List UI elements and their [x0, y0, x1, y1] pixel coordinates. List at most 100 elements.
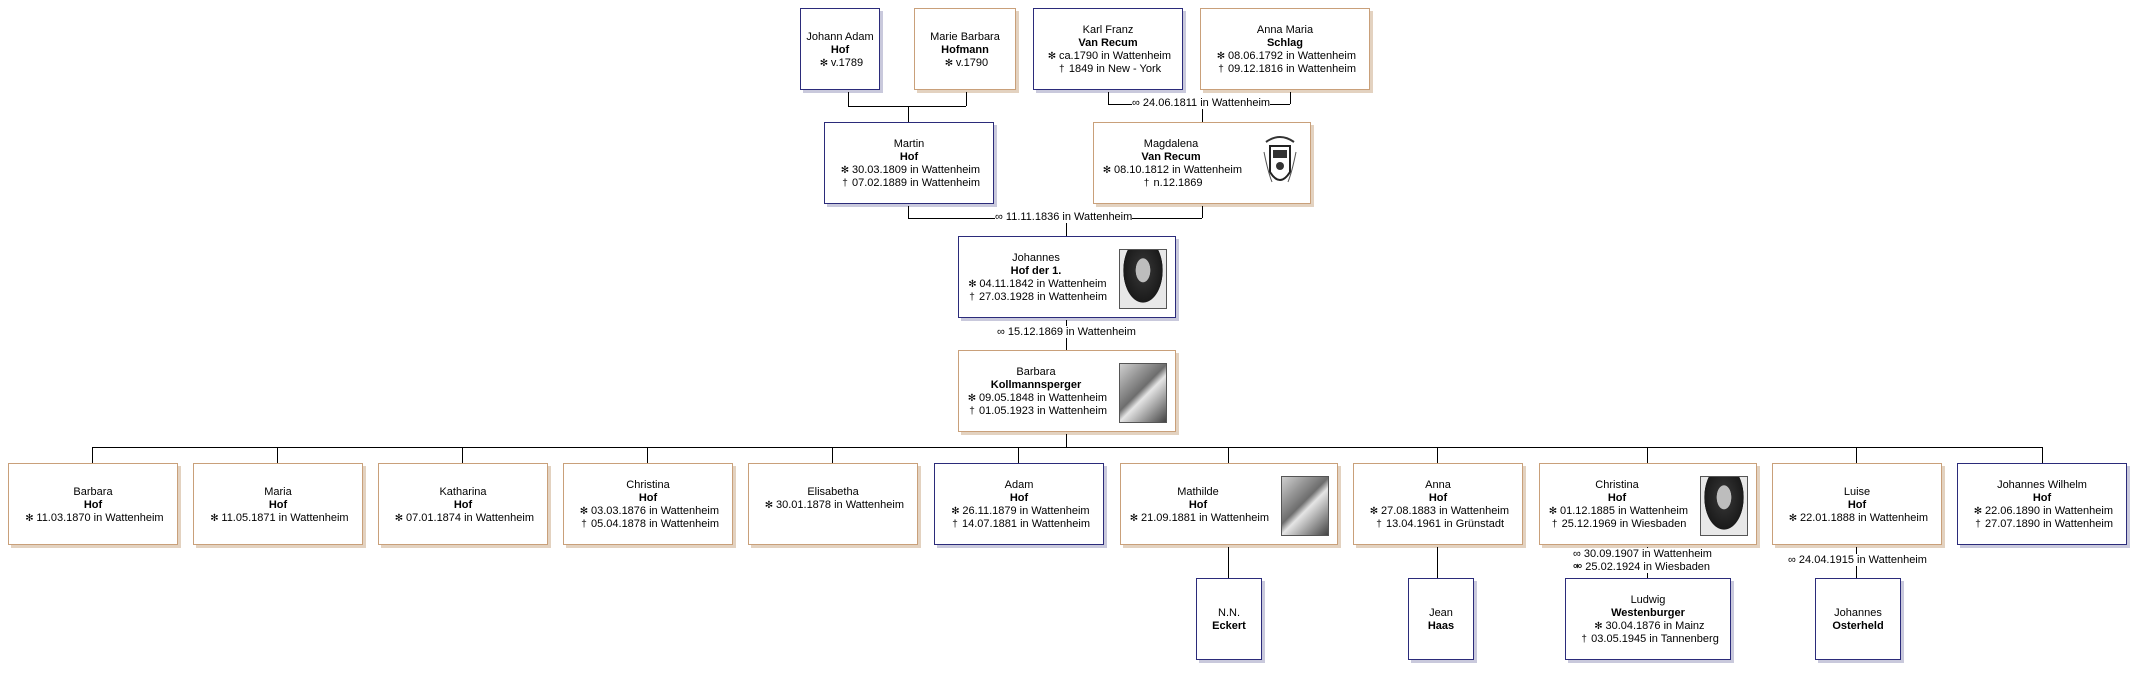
given-name: Johannes [1012, 252, 1060, 264]
birth-text: 21.09.1881 in Wattenheim [1140, 511, 1269, 524]
surname: Hof der 1. [1010, 265, 1062, 277]
child-connector [1018, 447, 1019, 463]
child-connector [92, 447, 93, 463]
given-name: Anna Maria [1256, 24, 1314, 36]
given-name: Martin [893, 138, 925, 150]
portrait-photo [1119, 249, 1167, 309]
death-cross-icon: † [1551, 519, 1558, 530]
connector-line [92, 447, 2042, 448]
connector-line [966, 92, 967, 106]
birth-event: ✻ca.1790 in Wattenheim [1034, 50, 1182, 63]
marriage-martin-magdalena: ∞ 11.11.1836 in Wattenheim [995, 211, 1133, 223]
connector-line [848, 106, 966, 107]
person-box-s-eckert[interactable]: N.N.Eckert [1196, 578, 1262, 660]
marriage-icon: ∞ [995, 211, 1003, 223]
surname: Osterheld [1832, 620, 1884, 632]
death-cross-icon: † [1218, 64, 1224, 75]
marriage-christina-ludwig: ∞ 30.09.1907 in Wattenheim [1573, 548, 1712, 560]
birth-event: ✻11.05.1871 in Wattenheim [194, 512, 362, 525]
child-connector [1228, 447, 1229, 463]
given-name: Christina [1595, 479, 1639, 491]
death-event: †27.07.1890 in Wattenheim [1958, 518, 2126, 531]
birth-text: v.1790 [955, 56, 989, 69]
death-text: 14.07.1881 in Wattenheim [961, 518, 1090, 530]
given-name: Barbara [73, 485, 113, 498]
surname: Hof [1847, 498, 1867, 511]
birth-star-icon: ✻ [25, 512, 34, 524]
birth-star-icon: ✻ [840, 165, 850, 176]
birth-text: 22.01.1888 in Wattenheim [1799, 511, 1928, 524]
death-cross-icon: † [969, 406, 975, 417]
death-text: n.12.1869 [1153, 177, 1203, 189]
birth-event: ✻03.03.1876 in Wattenheim [564, 505, 732, 518]
birth-text: 01.12.1885 in Wattenheim [1559, 505, 1688, 517]
birth-text: 11.03.1870 in Wattenheim [36, 511, 164, 524]
child-connector [277, 447, 278, 463]
death-cross-icon: † [1059, 64, 1065, 75]
marriage-johannes-barbara: ∞ 15.12.1869 in Wattenheim [997, 326, 1136, 338]
marriage-icon: ∞ [1573, 548, 1581, 560]
divorce-icon: ⚮ [1573, 561, 1583, 573]
connector-line [1066, 434, 1067, 448]
birth-text: 04.11.1842 in Wattenheim [979, 278, 1107, 290]
child-connector [832, 447, 833, 463]
given-name: Elisabetha [807, 485, 859, 498]
given-name: Magdalena [1143, 138, 1199, 150]
birth-text: 08.10.1812 in Wattenheim [1113, 164, 1242, 176]
death-event: †n.12.1869 [1094, 177, 1248, 190]
person-text: Elisabetha✻30.01.1878 in Wattenheim [749, 486, 917, 512]
connector-line [908, 206, 909, 218]
death-event: †03.05.1945 in Tannenberg [1566, 633, 1730, 646]
child-connector [2042, 447, 2043, 463]
child-connector [462, 447, 463, 463]
birth-event: ✻11.03.1870 in Wattenheim [9, 512, 177, 525]
coat-of-arms-image [1262, 132, 1298, 196]
child-connector [1437, 447, 1438, 463]
death-text: 27.03.1928 in Wattenheim [978, 291, 1107, 303]
birth-star-icon: ✻ [967, 393, 977, 404]
connector-line [1228, 547, 1229, 578]
surname: Hof [83, 498, 103, 511]
surname: Hof [830, 43, 850, 56]
given-name: Johannes [1834, 607, 1882, 619]
connector-line [1066, 218, 1067, 236]
birth-event: ✻08.06.1792 in Wattenheim [1201, 50, 1369, 63]
portrait-photo [1119, 363, 1167, 423]
birth-event: ✻v.1790 [915, 57, 1015, 70]
surname: Van Recum [1078, 37, 1138, 49]
death-event: †1849 in New - York [1034, 63, 1182, 76]
death-text: 01.05.1923 in Wattenheim [978, 405, 1107, 417]
given-name: Barbara [1016, 366, 1056, 378]
person-box-c-elisabetha[interactable]: Elisabetha✻30.01.1878 in Wattenheim [748, 463, 918, 545]
death-event: †09.12.1816 in Wattenheim [1201, 63, 1369, 76]
given-name: Johannes Wilhelm [1997, 479, 2087, 491]
marriage-icon: ∞ [997, 326, 1005, 338]
birth-event: ✻04.11.1842 in Wattenheim [959, 278, 1113, 291]
